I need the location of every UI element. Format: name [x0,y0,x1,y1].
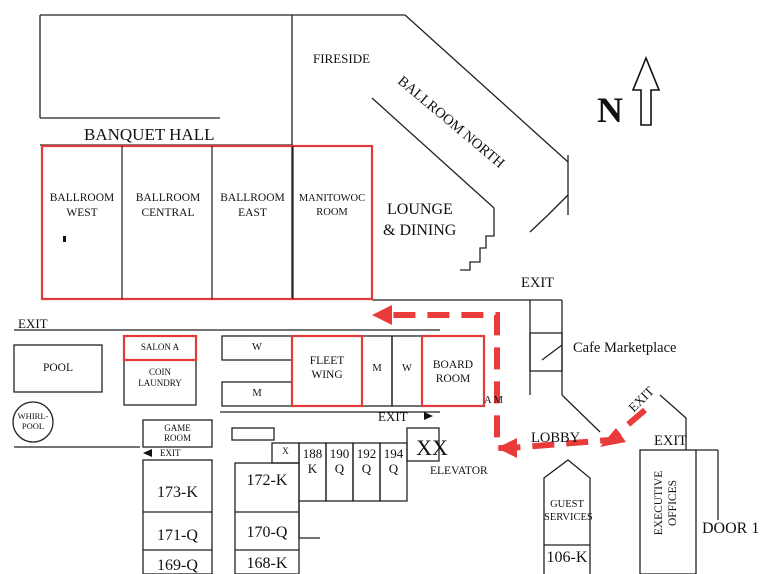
manitowoc-line1: MANITOWOC [298,193,366,204]
ballroom-east-label: BALLROOM EAST [214,192,291,219]
room-168-label: 168-K [246,555,288,572]
ballroom-west-line2: WEST [66,206,98,219]
guest-line2: SERVICES [544,511,593,523]
coin-line1: COIN [149,367,171,377]
executive-offices-label: EXECUTIVE OFFICES [653,448,679,558]
board-room-label: BOARD ROOM [422,359,484,385]
am-partial-label: A M [484,395,503,406]
elevator-label: ELEVATOR [430,465,488,477]
ballroom-east-line1: BALLROOM [220,192,285,204]
lobby-label: LOBBY [531,430,581,446]
board-line1: BOARD [432,359,474,371]
lounge-line2: & DINING [383,222,457,239]
salon-a-label: SALON A [140,342,180,352]
room-188-type: K [307,461,318,476]
xx-label: XX [416,435,448,460]
room-170-label: 170-Q [246,524,288,541]
room-192-num: 192 [356,446,377,461]
pool-label: POOL [42,362,74,374]
ballroom-dividers [121,146,294,299]
room-171-label: 171-Q [157,527,198,544]
floor-walls [12,14,719,574]
exit-game-label: EXIT [160,448,181,458]
fleet-line1: FLEET [309,355,345,367]
exec-line2: OFFICES [666,479,679,527]
fleet-wing-label: FLEET WING [292,355,362,381]
room-190-label: 190 Q [326,447,353,475]
exit-right-upper-label: EXIT [521,275,555,291]
ballroom-east-line2: EAST [238,206,267,219]
whirl-line2: POOL [21,420,45,431]
route-arrowhead-left [372,305,392,325]
restroom-m-small-label: M [372,363,382,374]
room-172-label: 172-K [246,472,288,489]
door-1-label: DOOR 1 [702,520,760,537]
ballroom-west-label: BALLROOM WEST [46,192,118,219]
coin-line2: LAUNDRY [138,378,182,388]
whirlpool-label: WHIRL- POOL [13,412,53,430]
exec-line1: EXECUTIVE [653,470,665,536]
fleet-line2: WING [311,368,343,381]
room-188-num: 188 [302,446,323,461]
game-line2: ROOM [163,433,191,443]
room-194-label: 194 Q [380,447,407,475]
board-line2: ROOM [435,372,471,385]
route-arrowhead-diag [600,428,626,447]
north-letter: N [597,90,623,130]
room-194-type: Q [388,461,399,476]
exit-arrow-icons [143,412,433,457]
restroom-w-label: W [252,342,262,353]
manitowoc-room-label: MANITOWOC ROOM [293,193,371,218]
exit-right-lower-label: EXIT [654,433,688,449]
room-169-label: 169-Q [157,557,198,574]
lounge-dining-label: LOUNGE & DINING [383,202,456,239]
room-194-num: 194 [383,446,404,461]
fireside-label: FIRESIDE [313,51,371,66]
north-arrow-icon [631,55,661,126]
exit-left-label: EXIT [18,316,48,331]
manitowoc-line2: ROOM [316,206,348,218]
guest-line1: GUEST [550,499,584,510]
highlight-boxes [40,144,486,408]
guest-services-label: GUEST SERVICES [544,499,593,523]
room-190-type: Q [334,461,345,476]
ballroom-central-line2: CENTRAL [141,206,195,219]
room-192-label: 192 Q [353,447,380,475]
room-173-label: 173-K [157,484,198,501]
game-line1: GAME [164,423,191,433]
route-arrowhead-lobby [497,438,517,458]
highlight-salon-a [122,334,198,362]
cafe-marketplace-label: Cafe Marketplace [573,340,677,356]
room-190-num: 190 [329,446,350,461]
exit-center-label: EXIT [378,409,408,424]
highlight-ballrooms [40,144,374,301]
room-188-label: 188 K [299,447,326,475]
whirl-line1: WHIRL- [17,411,49,421]
highlight-board-room [420,334,486,408]
lounge-line1: LOUNGE [387,201,453,218]
highlight-fleet-wing [290,334,364,408]
room-192-type: Q [361,461,372,476]
ballroom-west-line1: BALLROOM [49,192,115,204]
room-x-label: X [282,446,289,456]
room-106-label: 106-K [546,549,588,566]
game-room-label: GAME ROOM [143,424,212,443]
restroom-m-label: M [252,388,262,399]
ballroom-central-label: BALLROOM CENTRAL [126,192,210,219]
banquet-hall-label: BANQUET HALL [84,125,215,144]
ballroom-west-mark [63,236,66,242]
coin-laundry-label: COIN LAUNDRY [124,368,196,388]
restroom-w-small-label: W [402,363,412,374]
ballroom-central-line1: BALLROOM [135,192,201,204]
route-arrows [372,305,626,458]
